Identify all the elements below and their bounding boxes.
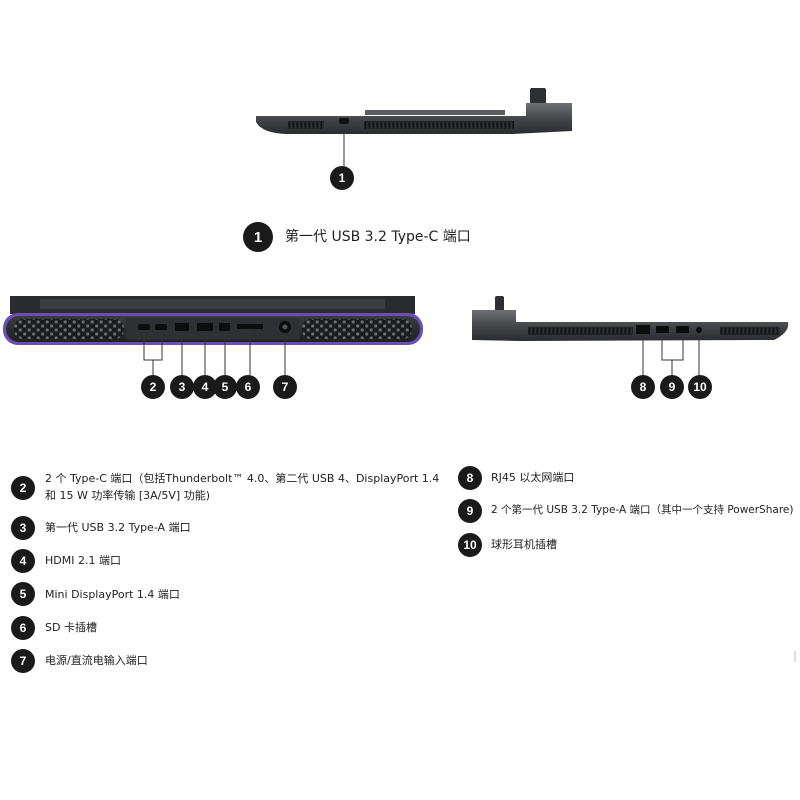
legend-label-1: 第一代 USB 3.2 Type-C 端口 — [285, 229, 471, 245]
legend-badge-2: 2 — [11, 476, 35, 500]
back-mini-dp-port — [219, 323, 230, 331]
legend-badge-5: 5 — [11, 582, 35, 606]
legend-badge-8: 8 — [458, 466, 482, 490]
back-usb-c-port-a — [138, 324, 150, 330]
legend-label-3: 第一代 USB 3.2 Type-A 端口 — [45, 521, 191, 534]
legend-label-4: HDMI 2.1 端口 — [45, 554, 121, 567]
right-rj45-port — [636, 325, 650, 334]
legend-badge-3: 3 — [11, 516, 35, 540]
legend-label-8: RJ45 以太网端口 — [491, 471, 575, 484]
legend-badge-9: 9 — [458, 499, 482, 523]
right-usb-a-port-1 — [656, 326, 669, 333]
callout-badge-1: 1 — [330, 166, 354, 190]
legend-badge-7: 7 — [11, 649, 35, 673]
back-view — [3, 296, 423, 375]
legend-badge-1: 1 — [243, 222, 273, 252]
legend-label-10: 球形耳机插槽 — [491, 538, 557, 551]
usb-c-port-1 — [339, 118, 349, 124]
left-side-view — [256, 88, 572, 166]
legend-label-2: 2 个 Type-C 端口（包括Thunderbolt™ 4.0、第二代 USB… — [45, 472, 440, 502]
callout-badge-6: 6 — [236, 375, 260, 399]
legend-badge-10: 10 — [458, 533, 482, 557]
legend-label-6: SD 卡插槽 — [45, 621, 97, 634]
back-usb-c-port-b — [155, 324, 167, 330]
legend-badge-6: 6 — [11, 616, 35, 640]
callout-badge-10: 10 — [688, 375, 712, 399]
legend-label-5: Mini DisplayPort 1.4 端口 — [45, 588, 180, 601]
legend-badge-4: 4 — [11, 549, 35, 573]
callout-badge-3: 3 — [170, 375, 194, 399]
callout-badge-8: 8 — [631, 375, 655, 399]
legend-label-7: 电源/直流电输入端口 — [45, 654, 148, 667]
back-hdmi-port — [197, 323, 213, 331]
right-side-view — [472, 296, 789, 375]
legend-label-9: 2 个第一代 USB 3.2 Type-A 端口（其中一个支持 PowerSha… — [491, 504, 794, 516]
right-audio-jack — [696, 327, 702, 333]
callout-badge-5: 5 — [213, 375, 237, 399]
back-usb-a-port — [175, 323, 189, 331]
back-sd-slot — [237, 324, 263, 329]
callout-badge-7: 7 — [273, 375, 297, 399]
right-usb-a-port-2 — [676, 326, 689, 333]
callout-badge-2: 2 — [141, 375, 165, 399]
callout-badge-9: 9 — [660, 375, 684, 399]
